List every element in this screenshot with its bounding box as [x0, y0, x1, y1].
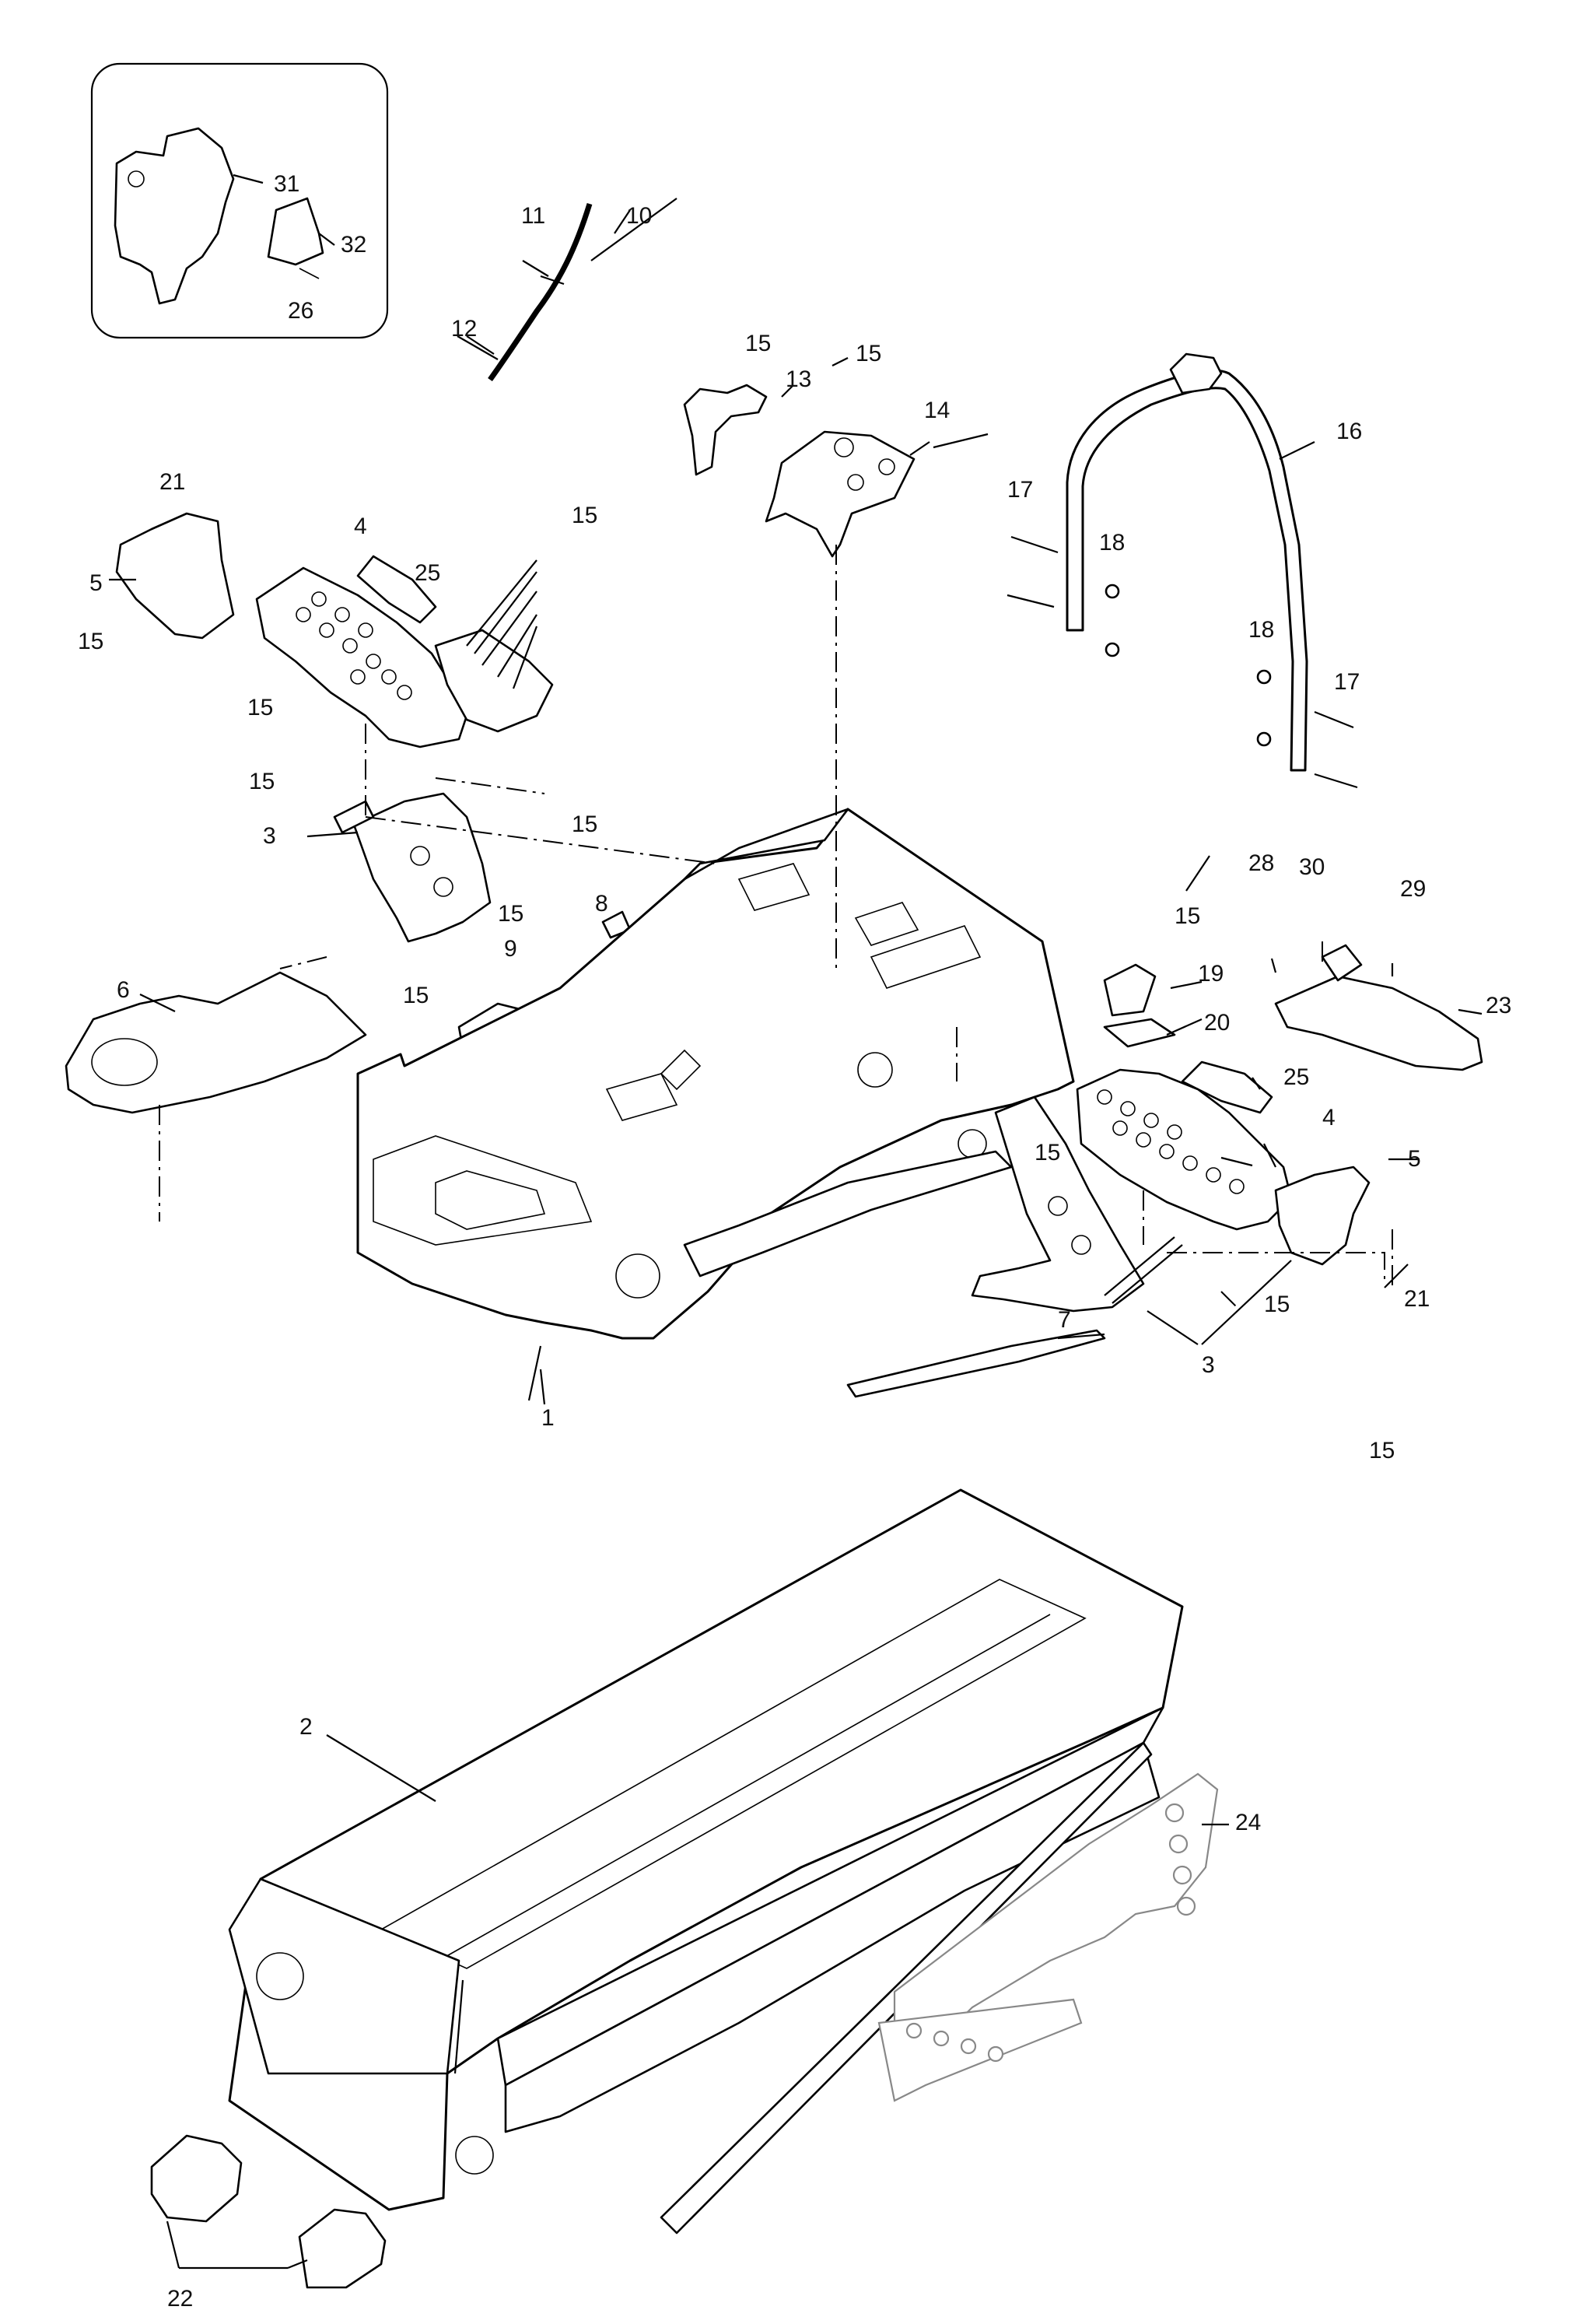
label-part-19: 19: [1198, 961, 1224, 987]
label-part-3-left: 3: [263, 823, 276, 849]
label-part-4-right: 4: [1322, 1105, 1336, 1130]
label-part-9: 9: [504, 936, 517, 962]
part-17-bolts: [1007, 535, 1358, 789]
part-12-cable: [457, 202, 593, 382]
label-part-18-a: 18: [1099, 530, 1126, 556]
part-18-nuts: [1105, 584, 1272, 747]
part-14-plate: [765, 430, 916, 558]
label-part-21-a: 21: [159, 469, 186, 495]
part-22-plate-b: [298, 2208, 387, 2289]
label-part-15-i: 15: [403, 983, 429, 1008]
label-part-15-j: 15: [1175, 903, 1201, 929]
part-13-bracket: [683, 384, 768, 476]
label-part-15-f: 15: [249, 769, 275, 794]
part-2-tunnel: [228, 1488, 1184, 2235]
part-20-plate: [1103, 1018, 1176, 1048]
label-part-18-b: 18: [1248, 617, 1275, 643]
part-5-left-bracket: [115, 512, 235, 640]
label-part-6: 6: [117, 977, 130, 1003]
label-part-15-d: 15: [78, 629, 104, 654]
label-part-15-b: 15: [856, 341, 882, 366]
label-part-12: 12: [451, 316, 478, 342]
label-part-8: 8: [595, 891, 608, 917]
label-part-2: 2: [299, 1714, 313, 1740]
label-part-5-left: 5: [89, 570, 103, 596]
label-part-5-right: 5: [1408, 1146, 1421, 1172]
label-part-22: 22: [167, 2286, 194, 2312]
label-part-15-l: 15: [1264, 1292, 1290, 1317]
label-part-26: 26: [288, 298, 314, 324]
label-part-15-k: 15: [1035, 1140, 1061, 1166]
label-part-15-a: 15: [745, 331, 772, 356]
part-19-bracket: [1103, 963, 1157, 1017]
leader-lines: [109, 198, 1483, 1826]
part-5-right-bracket: [1274, 1166, 1371, 1266]
label-part-15-h: 15: [498, 901, 524, 927]
label-part-20: 20: [1204, 1010, 1231, 1036]
label-part-21-b: 21: [1404, 1286, 1430, 1312]
left-footrest-holes: [296, 591, 412, 700]
right-footrest-holes: [1097, 1089, 1245, 1194]
part-31-bracket: [114, 127, 235, 305]
label-part-1: 1: [541, 1405, 555, 1431]
label-part-15-g: 15: [572, 811, 598, 837]
label-part-10: 10: [626, 203, 653, 229]
part-23-plate: [1274, 975, 1483, 1071]
label-part-29: 29: [1400, 876, 1427, 902]
label-part-31: 31: [274, 171, 300, 197]
dashed-connectors: [279, 545, 1393, 1308]
label-part-11: 11: [521, 203, 546, 229]
label-part-16: 16: [1336, 419, 1363, 444]
label-part-23: 23: [1486, 993, 1512, 1018]
part-25-right-plate: [1181, 1060, 1273, 1114]
part-1-chassis: [356, 808, 1075, 1401]
label-part-25-left: 25: [415, 560, 441, 586]
part-22-plate-a: [150, 2134, 243, 2223]
part-24-holes: [905, 1803, 1196, 2063]
label-part-15-c: 15: [572, 503, 598, 528]
label-part-28: 28: [1248, 850, 1275, 876]
label-part-3-right: 3: [1202, 1352, 1215, 1378]
label-part-17-b: 17: [1334, 669, 1360, 695]
label-part-15-e: 15: [247, 695, 274, 720]
inset-detail-box: [90, 62, 389, 339]
part-16-rollbar: [1066, 352, 1315, 772]
part-4-left-footrest: [255, 566, 468, 748]
label-part-32: 32: [341, 232, 367, 258]
part-32-bracket: [267, 197, 324, 266]
label-part-24: 24: [1235, 1810, 1262, 1835]
label-part-13: 13: [786, 366, 812, 392]
part-7-strip: [846, 1329, 1106, 1398]
label-part-4-left: 4: [354, 514, 367, 539]
label-part-25-right: 25: [1283, 1064, 1310, 1090]
label-part-17-a: 17: [1007, 477, 1034, 503]
label-part-15-m: 15: [1369, 1438, 1395, 1463]
part-3-left-spindle: [352, 792, 492, 943]
label-part-14: 14: [924, 398, 951, 423]
part-25-left-plate: [356, 555, 437, 624]
label-part-7: 7: [1058, 1307, 1071, 1333]
label-part-30: 30: [1299, 854, 1325, 880]
